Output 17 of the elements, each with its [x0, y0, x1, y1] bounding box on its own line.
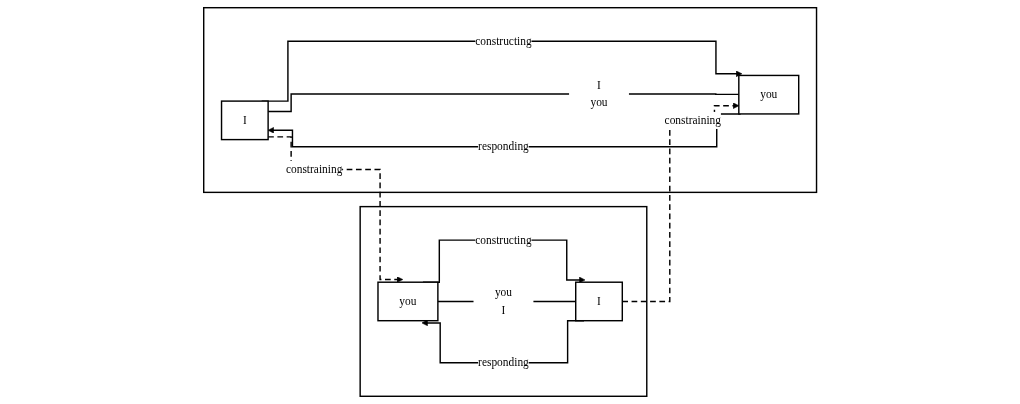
edge-label: responding [477, 356, 529, 369]
node-text: you I [494, 286, 512, 316]
connector [437, 300, 475, 303]
edge-label: responding [477, 140, 529, 153]
node-box: you [377, 281, 439, 322]
node-box: I [574, 281, 623, 322]
cluster [359, 205, 648, 397]
node-box: you [738, 74, 800, 115]
edge-label: constraining [664, 113, 721, 127]
arrow [267, 136, 403, 283]
node-text: I you [590, 79, 608, 109]
node-box: I [220, 100, 269, 141]
connector [267, 93, 570, 113]
cluster [202, 7, 818, 194]
edge-label: constraining [285, 163, 343, 176]
edge-label: constructing [475, 233, 532, 246]
edge-label: constructing [475, 34, 532, 47]
